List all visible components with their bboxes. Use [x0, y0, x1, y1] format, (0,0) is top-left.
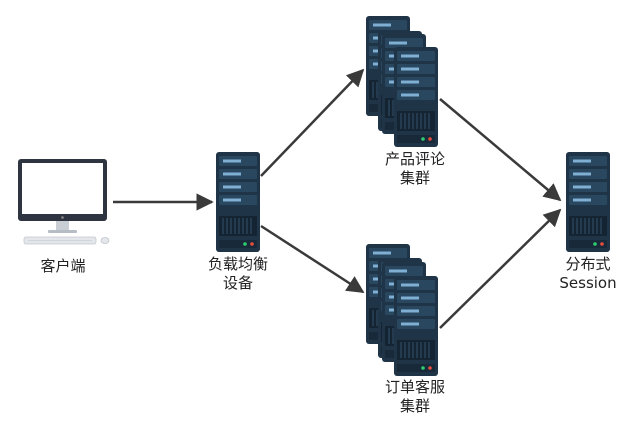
arrow-load-balancer-to-order-service: [260, 224, 365, 294]
arrow-product-review-to-session: [439, 98, 562, 202]
arrow-load-balancer-to-product-review: [260, 68, 365, 177]
product-review-cluster-icon: [365, 15, 439, 148]
arrow-order-service-to-session: [439, 208, 562, 329]
session-label-line1: 分布式: [565, 255, 611, 273]
load-balancer-label-line1: 负载均衡: [207, 255, 268, 273]
load-balancer-label-line2: 设备: [222, 274, 253, 292]
desktop-computer-icon: [18, 159, 110, 245]
session-label-line2: Session: [559, 274, 617, 292]
order-service-label: 订单客服 集群: [370, 378, 460, 416]
load-balancer-server-icon: [215, 151, 261, 253]
order-service-label-line2: 集群: [399, 397, 430, 415]
order-service-cluster-icon: [365, 243, 439, 377]
client-label: 客户端: [20, 257, 106, 276]
load-balancer-label: 负载均衡 设备: [193, 255, 283, 293]
connector-arrows: [113, 68, 562, 329]
session-label: 分布式 Session: [548, 255, 628, 293]
product-review-label: 产品评论 集群: [370, 150, 460, 188]
order-service-label-line1: 订单客服: [384, 378, 445, 396]
product-review-label-line2: 集群: [399, 169, 430, 187]
product-review-label-line1: 产品评论: [384, 150, 445, 168]
client-label-text: 客户端: [40, 257, 86, 275]
session-server-icon: [565, 151, 611, 253]
